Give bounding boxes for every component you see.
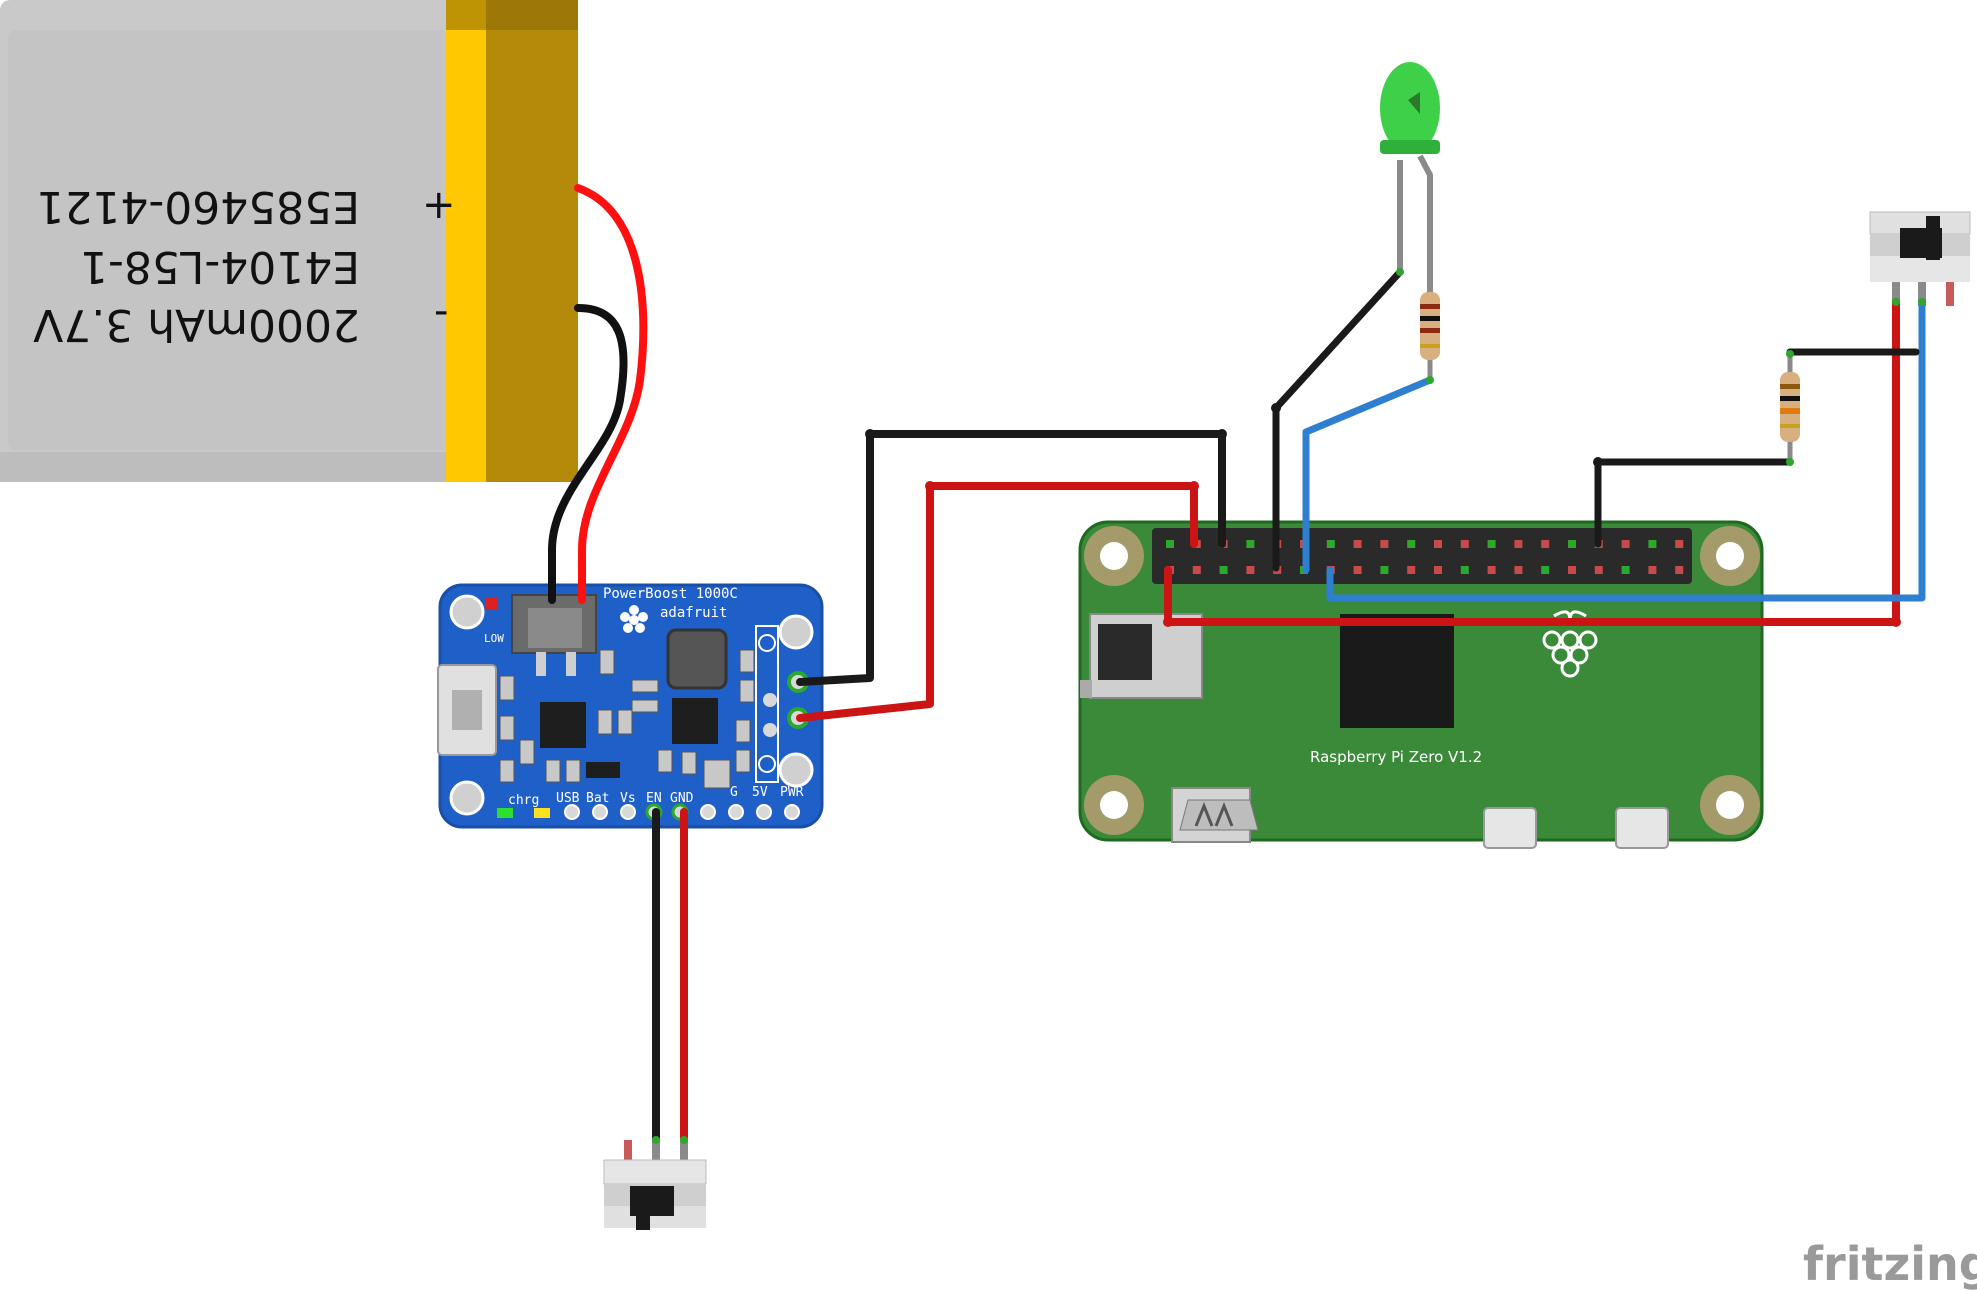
gpio-header — [1152, 528, 1692, 584]
wire-battery-positive — [574, 184, 648, 604]
wire-led-resistor-to-pi — [1302, 376, 1434, 574]
gpio-pin — [1541, 540, 1550, 548]
gpio-pin — [1460, 566, 1469, 574]
gpio-pin — [1594, 566, 1603, 574]
gpio-pin — [1648, 540, 1657, 548]
pin-label-gnd: GND — [670, 791, 694, 806]
battery-capacity: 2000mAh 3.7V — [33, 299, 360, 350]
low-label: LOW — [484, 632, 504, 645]
gpio-pin — [1380, 540, 1389, 548]
wire-end-markers — [652, 268, 1926, 1144]
battery-serial: E585460-4121 — [36, 181, 360, 232]
gpio-pin — [1541, 566, 1550, 574]
wire-bend-points — [865, 403, 1603, 467]
battery-label: 2000mAh 3.7V E4104-L58-1 E585460-4121 — [33, 181, 360, 350]
pin-label-g: G — [730, 785, 738, 800]
pi-board-label: Raspberry Pi Zero V1.2 — [1310, 748, 1482, 766]
powerboost-board: LOW PowerBoost 1000C adafruit — [437, 583, 824, 829]
wire-bend-points-red — [925, 481, 1901, 627]
gpio-pin — [1648, 566, 1657, 574]
battery-plus-label: + — [422, 182, 456, 228]
lipo-battery: 2000mAh 3.7V E4104-L58-1 E585460-4121 + … — [0, 0, 578, 482]
gpio-pin — [1487, 540, 1496, 548]
pin-label-chrg: chrg — [508, 793, 539, 808]
inductor — [666, 628, 728, 690]
pin-label-en: EN — [646, 791, 662, 806]
gpio-pin — [1460, 540, 1469, 548]
led-resistor — [1420, 270, 1440, 380]
powerboost-brand: adafruit — [660, 605, 727, 621]
gpio-pin — [1621, 566, 1630, 574]
battery-model: E4104-L58-1 — [80, 241, 360, 292]
gpio-pin — [1675, 566, 1684, 574]
switch-resistor — [1780, 352, 1800, 464]
gpio-pin — [1246, 540, 1255, 548]
fritzing-watermark: fritzing — [1803, 1237, 1977, 1291]
pin-label-pwr: PWR — [780, 785, 804, 800]
powerboost-title: PowerBoost 1000C — [603, 586, 738, 602]
micro-usb-data-port — [1483, 807, 1537, 849]
pin-label-5v: 5V — [752, 785, 768, 800]
gpio-pin — [1675, 540, 1684, 548]
boost-ic — [672, 698, 718, 744]
gpio-pin — [1434, 566, 1442, 574]
gpio-pin — [1568, 566, 1576, 574]
gpio-pin — [1621, 540, 1630, 548]
wire-battery-negative — [548, 304, 628, 604]
pi-mounting-holes — [1084, 526, 1760, 835]
wire-switch-resistor-top — [1786, 348, 1920, 358]
pin-label-bat: Bat — [586, 791, 609, 806]
gpio-pin — [1326, 540, 1335, 548]
gpio-pin — [1166, 540, 1174, 548]
gpio-pin — [1192, 566, 1201, 574]
micro-usb-power-port — [1615, 807, 1669, 849]
pi-slide-switch — [1869, 211, 1971, 306]
gpio-pin — [1380, 566, 1389, 574]
gpio-pin — [1353, 540, 1362, 548]
pin-label-vs: Vs — [620, 791, 636, 806]
gpio-pin — [1353, 566, 1362, 574]
gpio-pin — [1219, 566, 1228, 574]
gpio-pin — [1407, 540, 1416, 548]
green-led — [1380, 62, 1440, 296]
raspberry-pi-zero: Raspberry Pi Zero V1.2 — [1078, 520, 1764, 849]
pb-slide-switch — [603, 1140, 707, 1230]
adafruit-flower-icon — [620, 605, 648, 633]
battery-minus-label: - — [434, 288, 448, 334]
charger-ic — [540, 702, 586, 748]
wire-pi-gpio-to-switch — [1326, 298, 1926, 602]
soc-chip — [1340, 614, 1454, 728]
gpio-pin — [1487, 566, 1496, 574]
gpio-pin — [1514, 540, 1523, 548]
gpio-pin — [1434, 540, 1442, 548]
gpio-pin — [1246, 566, 1255, 574]
gpio-pin — [1568, 540, 1576, 548]
pin-label-usb: USB — [556, 791, 580, 806]
gpio-pin — [1407, 566, 1416, 574]
gpio-pin — [1514, 566, 1523, 574]
wire-pi-3v3-to-switch — [1164, 298, 1900, 626]
